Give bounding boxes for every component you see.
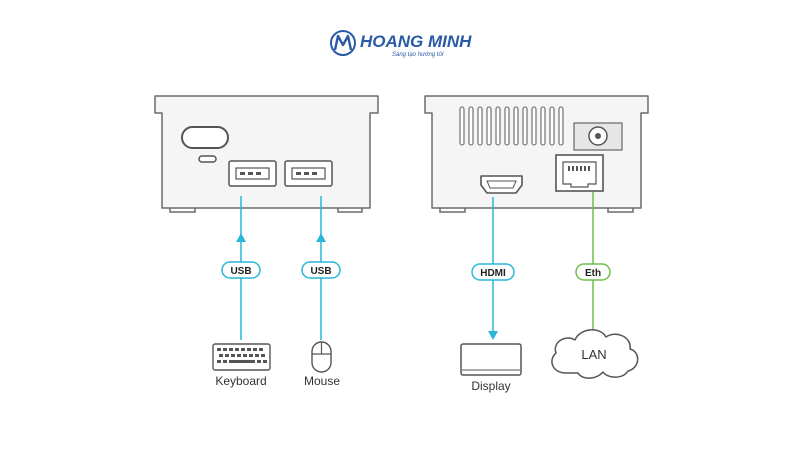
hdmi-label-text: HDMI (480, 268, 506, 279)
logo: HOANG MINH Sáng tạo hướng tới (330, 30, 472, 58)
arrow-down-icon (488, 331, 498, 340)
usb-label-2: USB (301, 261, 341, 279)
arrow-up-icon (236, 233, 246, 242)
hdmi-label: HDMI (471, 263, 515, 281)
eth-label: Eth (575, 263, 611, 281)
usb-label-1: USB (221, 261, 261, 279)
usb-port-icon (284, 160, 333, 187)
power-led (198, 155, 217, 163)
ethernet-port-icon (555, 154, 604, 192)
display-label: Display (471, 379, 510, 393)
eth-label-text: Eth (585, 268, 601, 279)
hm-logo-icon (330, 30, 356, 56)
usb-cable-1 (236, 196, 246, 340)
power-button-icon (181, 126, 229, 149)
cloud-icon (551, 329, 639, 379)
dc-jack-icon (573, 122, 623, 151)
mouse-icon (311, 341, 332, 373)
logo-brand: HOANG MINH (360, 32, 472, 51)
keyboard-icon (212, 343, 271, 371)
usb-label-text: USB (310, 266, 331, 277)
keyboard-label: Keyboard (215, 374, 266, 388)
device-front (154, 95, 379, 213)
logo-tagline: Sáng tạo hướng tới (392, 52, 444, 58)
arrow-up-icon (316, 233, 326, 242)
mouse-label: Mouse (304, 374, 340, 388)
hdmi-port-icon (480, 175, 523, 194)
display-icon (460, 343, 522, 376)
vent-grille (459, 106, 564, 146)
usb-port-icon (228, 160, 277, 187)
lan-label: LAN (581, 347, 606, 362)
usb-label-text: USB (230, 266, 251, 277)
device-rear (424, 95, 649, 213)
